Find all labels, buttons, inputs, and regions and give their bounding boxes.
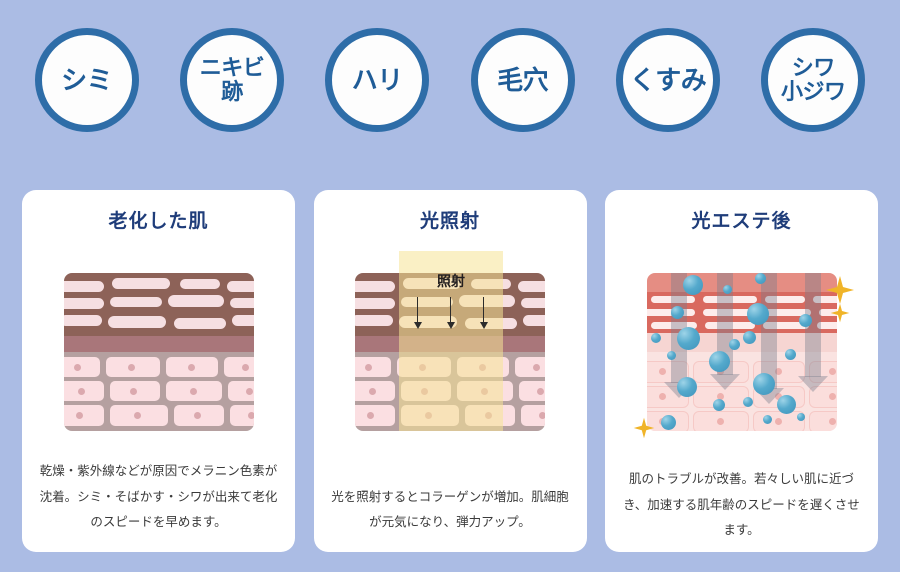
collagen-bubble bbox=[722, 285, 732, 294]
collagen-bubble bbox=[742, 331, 756, 344]
collagen-bubble bbox=[762, 415, 772, 424]
badge-keana[interactable]: 毛穴 bbox=[470, 28, 575, 132]
aged-skin-cross-section bbox=[63, 273, 254, 431]
penetration-arrow-icon bbox=[797, 273, 828, 392]
sparkle-icon bbox=[825, 276, 854, 304]
badge-shimi-label: シミ bbox=[61, 64, 113, 95]
collagen-bubble bbox=[776, 395, 796, 414]
collagen-bubble bbox=[660, 415, 676, 430]
collagen-bubble bbox=[754, 273, 766, 284]
collagen-bubble bbox=[708, 351, 730, 372]
card-after-photo-facial-title: 光エステ後 bbox=[691, 211, 792, 232]
sparkle-icon bbox=[633, 417, 654, 439]
collagen-bubble bbox=[746, 303, 769, 325]
collagen-bubble bbox=[676, 327, 700, 350]
card-light-irradiation-caption: 光を照射するとコラーゲンが増加。肌細胞が元気になり、弾力アップ。 bbox=[331, 489, 569, 530]
badge-shiwa[interactable]: シワ 小ジワ bbox=[761, 28, 866, 132]
penetration-arrow-icon bbox=[709, 273, 740, 390]
concern-badge-row: シミ ニキビ 跡 ハリ 毛穴 くすみ シワ 小ジワ bbox=[0, 0, 900, 160]
sparkle-icon bbox=[830, 303, 849, 323]
collagen-bubble bbox=[650, 333, 661, 343]
light-beam-overlay bbox=[399, 251, 503, 431]
card-light-irradiation-title: 光照射 bbox=[419, 211, 480, 232]
aged-skin-diagram bbox=[63, 251, 254, 431]
collagen-bubble bbox=[742, 397, 753, 407]
badge-kusumi-label: くすみ bbox=[629, 64, 707, 95]
collagen-bubble bbox=[798, 314, 812, 327]
badge-hari[interactable]: ハリ bbox=[325, 28, 430, 132]
badge-shiwa-label: シワ 小ジワ bbox=[781, 55, 846, 104]
irradiation-arrow-icon bbox=[413, 297, 422, 329]
card-aged-skin: 老化した肌 bbox=[22, 190, 295, 552]
collagen-bubble bbox=[752, 373, 775, 395]
badge-nikibi-ato[interactable]: ニキビ 跡 bbox=[179, 28, 284, 132]
badge-shimi[interactable]: シミ bbox=[34, 28, 139, 132]
badge-keana-label: 毛穴 bbox=[497, 64, 549, 95]
light-irradiation-diagram: 照射 bbox=[355, 251, 545, 431]
collagen-bubble bbox=[784, 349, 796, 360]
card-after-photo-facial: 光エステ後 bbox=[605, 190, 878, 552]
card-light-irradiation: 光照射 bbox=[313, 190, 587, 552]
collagen-bubble bbox=[796, 413, 805, 421]
aged-basal-layer bbox=[63, 336, 254, 352]
irradiation-arrow-icon bbox=[479, 297, 488, 329]
badge-nikibi-ato-label: ニキビ 跡 bbox=[199, 55, 265, 104]
card-aged-skin-title: 老化した肌 bbox=[108, 211, 209, 232]
collagen-bubble bbox=[666, 351, 676, 360]
after-photo-facial-diagram bbox=[633, 251, 854, 439]
penetration-arrow-icon bbox=[753, 273, 784, 404]
irradiation-arrow-icon bbox=[446, 297, 455, 329]
collagen-bubble bbox=[728, 339, 740, 350]
comparison-card-row: 老化した肌 bbox=[22, 190, 878, 552]
collagen-bubble bbox=[712, 399, 725, 411]
collagen-bubble bbox=[676, 377, 697, 397]
badge-hari-label: ハリ bbox=[351, 64, 404, 95]
card-aged-skin-caption: 乾燥・紫外線などが原因でメラニン色素が沈着。シミ・そばかす・シワが出来て老化のス… bbox=[39, 464, 278, 530]
collagen-bubble bbox=[682, 275, 703, 295]
irradiation-label: 照射 bbox=[437, 273, 465, 289]
collagen-bubble bbox=[670, 306, 684, 319]
card-after-photo-facial-caption: 肌のトラブルが改善。若々しい肌に近づき、加速する肌年齢のスピードを遅くさせます。 bbox=[623, 472, 860, 538]
badge-kusumi[interactable]: くすみ bbox=[615, 28, 720, 132]
healthy-skin-cross-section bbox=[646, 273, 837, 431]
